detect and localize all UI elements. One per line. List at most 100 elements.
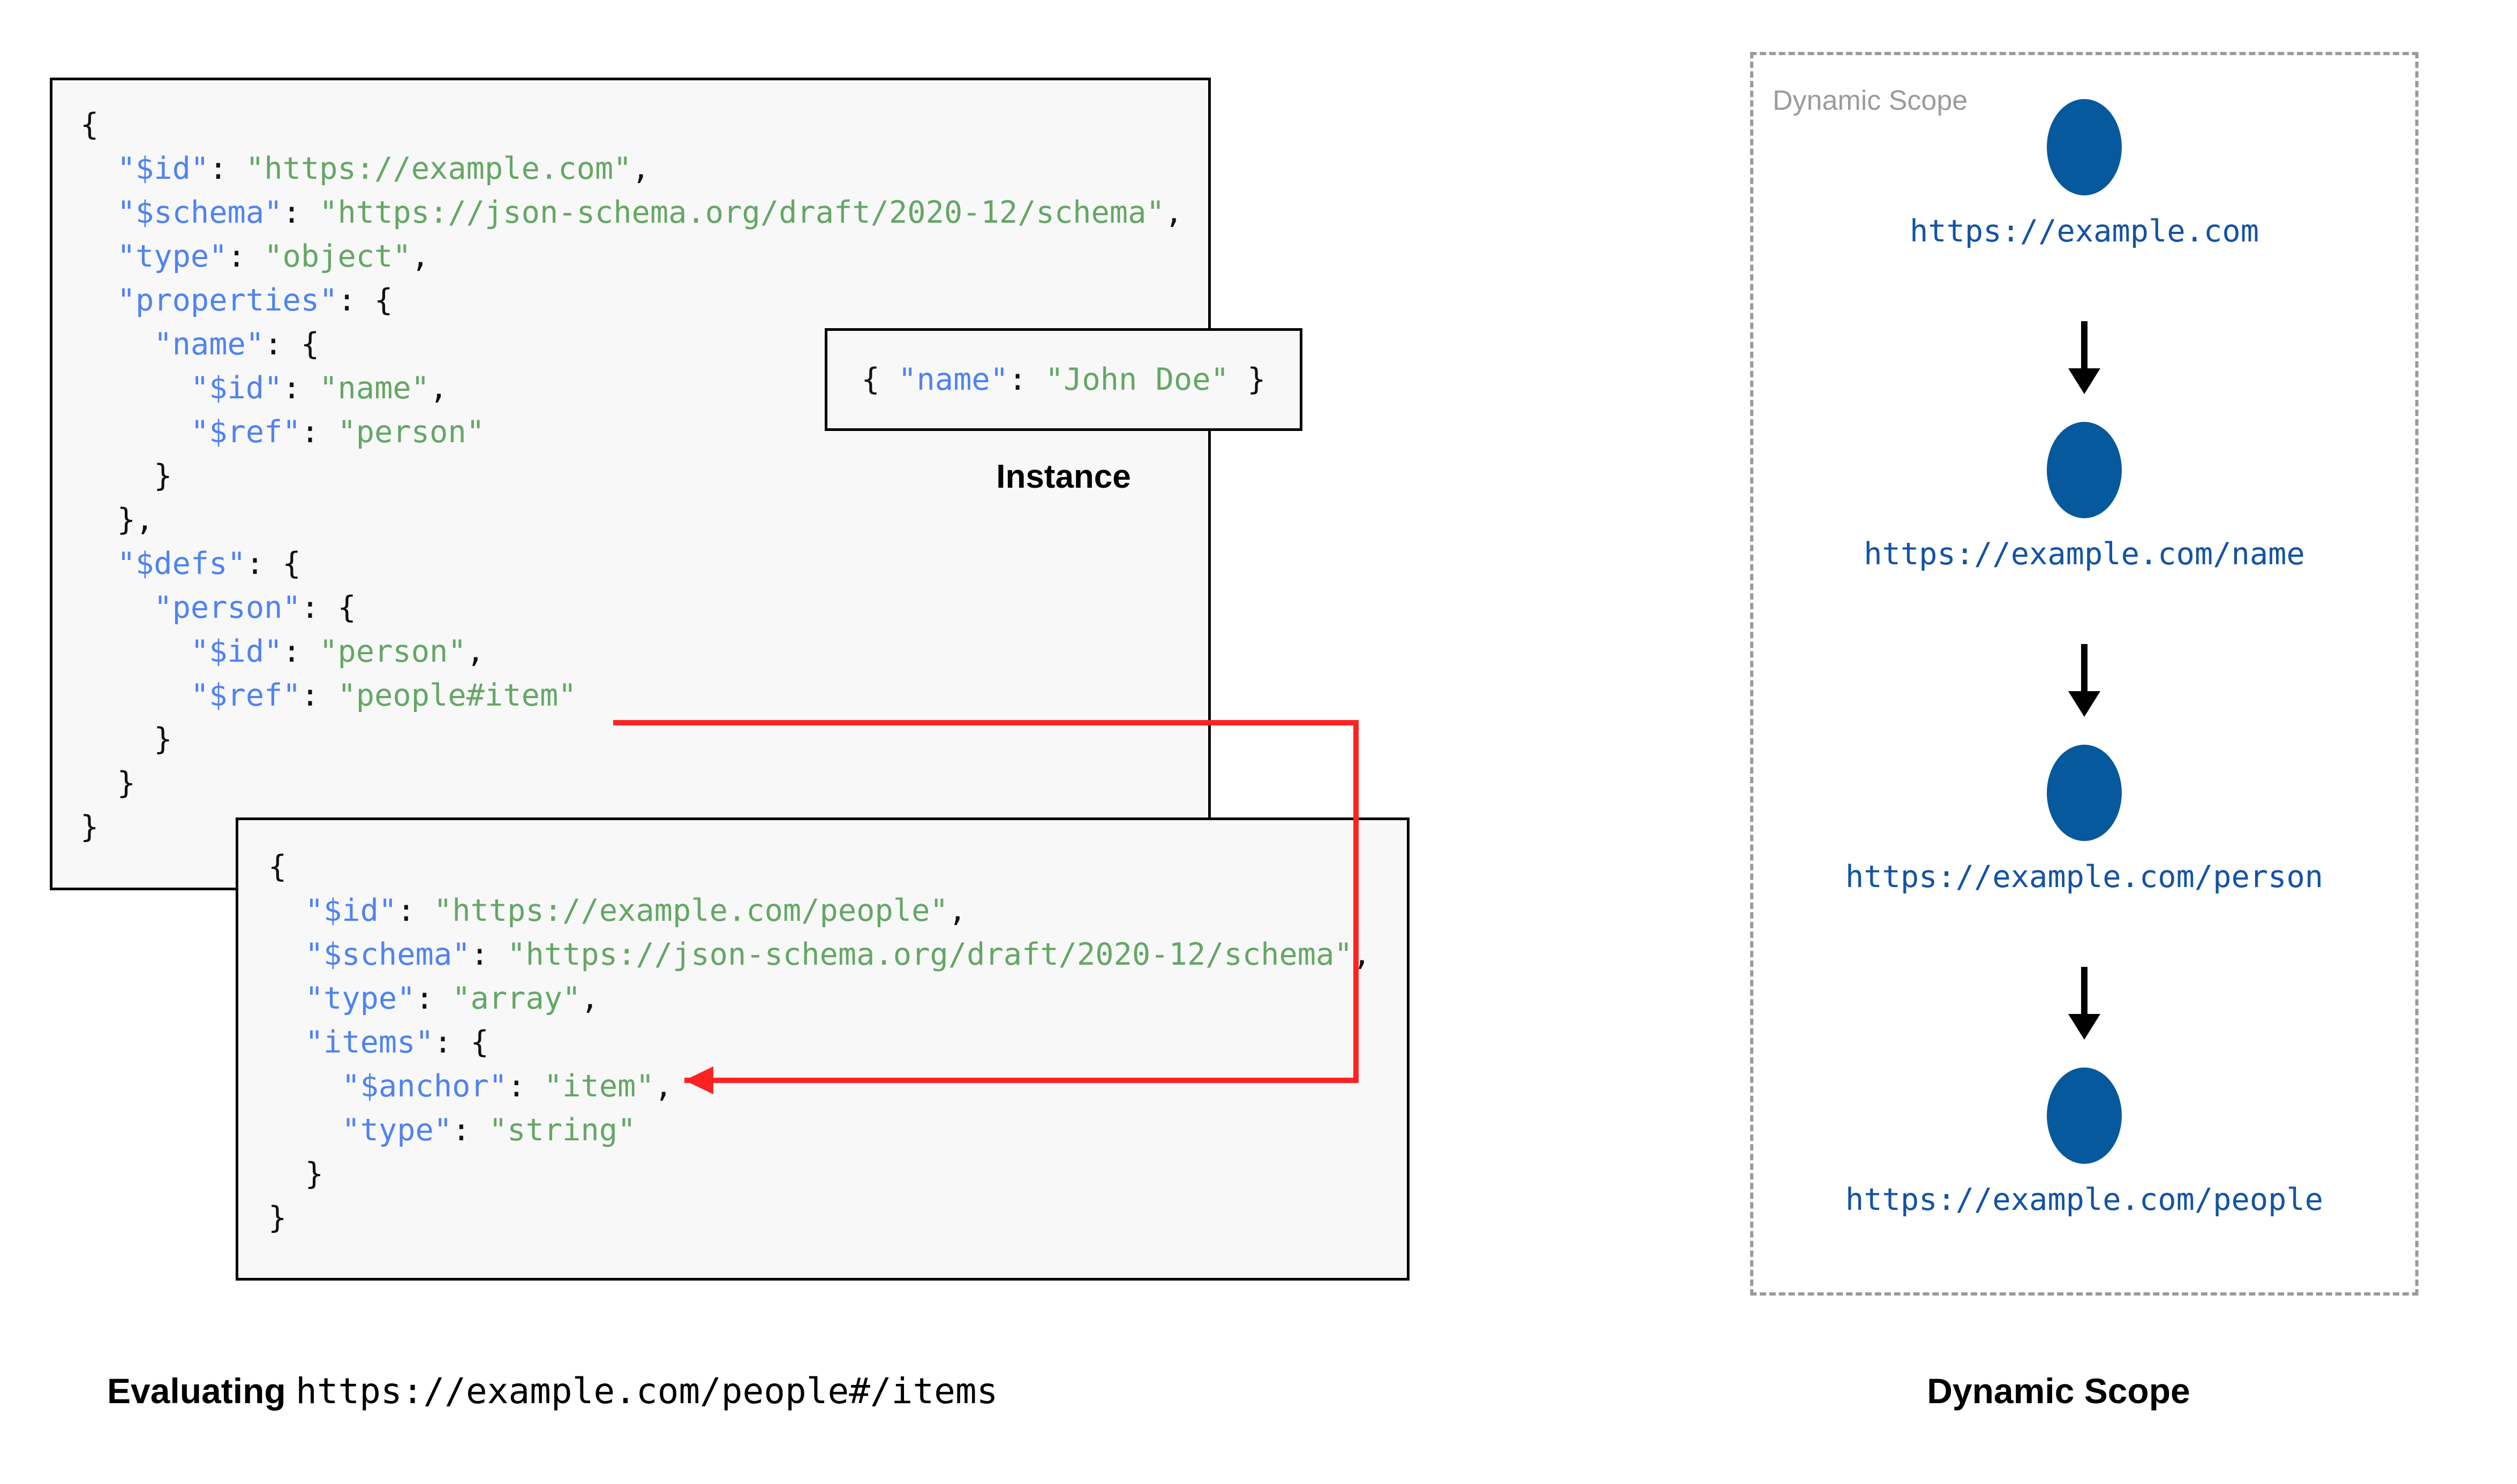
people-code-token: : {	[433, 1025, 489, 1060]
people-code-line: "type": "string"	[268, 1108, 1371, 1152]
schema-code-text: { "$id": "https://example.com", "$schema…	[80, 103, 1183, 849]
scope-node-1-label: https://example.com	[1909, 214, 2259, 249]
schema-code-token: {	[80, 107, 99, 142]
people-code-token: :	[470, 937, 508, 972]
schema-code-token: "name"	[154, 327, 265, 362]
people-code-token: {	[268, 849, 287, 884]
people-code-token: :	[397, 893, 434, 928]
people-code-token: "$id"	[305, 893, 397, 928]
schema-code-line: }	[80, 761, 1183, 805]
scope-arrow-2	[2068, 644, 2100, 717]
people-code-token: "$schema"	[305, 937, 471, 972]
people-code-token: "item"	[544, 1069, 654, 1104]
schema-code-token: }	[80, 722, 172, 757]
people-code-token: "type"	[305, 981, 416, 1016]
scope-arrow-1	[2068, 321, 2100, 394]
people-code-token: :	[507, 1069, 544, 1104]
schema-code-token: "$id"	[117, 151, 209, 186]
people-code-token	[268, 893, 305, 928]
people-code-token: :	[415, 981, 453, 1016]
schema-code-line: }	[80, 805, 1183, 849]
schema-code-line: "$schema": "https://json-schema.org/draf…	[80, 191, 1183, 234]
schema-code-token	[80, 414, 191, 450]
people-code-line: "items": {	[268, 1020, 1371, 1064]
instance-open-brace: {	[861, 362, 899, 397]
people-code-token	[268, 1069, 342, 1104]
schema-code-token: :	[300, 414, 338, 450]
scope-arrow-3-head	[2068, 1014, 2100, 1040]
schema-code-token: "person"	[319, 634, 466, 669]
schema-code-token: },	[80, 502, 154, 537]
scope-node-3: https://example.com/person	[1750, 745, 2418, 895]
schema-code-line: {	[80, 103, 1183, 147]
instance-code-box: { "name": "John Doe" }	[825, 328, 1302, 431]
schema-code-token: ,	[1164, 195, 1184, 230]
people-code-token	[268, 981, 305, 1016]
scope-node-4-label: https://example.com/people	[1845, 1182, 2324, 1217]
schema-code-line: "type": "object",	[80, 234, 1183, 278]
schema-code-token: :	[300, 678, 338, 713]
people-code-line: "$id": "https://example.com/people",	[268, 889, 1371, 933]
schema-code-token	[80, 283, 117, 318]
schema-code-token: "https://example.com"	[245, 151, 632, 186]
people-code-token: ,	[654, 1069, 673, 1104]
schema-code-token	[80, 327, 154, 362]
scope-node-1-circle	[2047, 99, 2122, 195]
people-schema-code-text: { "$id": "https://example.com/people", "…	[268, 845, 1371, 1240]
people-code-token: "string"	[488, 1112, 636, 1148]
schema-code-token	[80, 546, 117, 581]
schema-code-token: "properties"	[117, 283, 338, 318]
scope-arrow-3	[2068, 967, 2100, 1040]
scope-arrow-1-head	[2068, 368, 2100, 394]
schema-code-token: :	[227, 239, 265, 274]
schema-code-token	[80, 634, 191, 669]
people-code-token	[268, 1112, 342, 1148]
instance-value: "John Doe"	[1045, 362, 1229, 397]
schema-code-token: :	[282, 195, 320, 230]
schema-code-token: ,	[631, 151, 650, 186]
dynamic-scope-panel	[1750, 52, 2418, 1296]
people-code-line: "$schema": "https://json-schema.org/draf…	[268, 933, 1371, 976]
schema-code-token: "$id"	[190, 370, 283, 406]
people-code-line: }	[268, 1152, 1371, 1196]
scope-node-2-label: https://example.com/name	[1864, 536, 2305, 572]
scope-arrow-2-head	[2068, 691, 2100, 717]
schema-code-token	[80, 239, 117, 274]
schema-code-token: "people#item"	[337, 678, 577, 713]
evaluating-label: Evaluating	[107, 1371, 296, 1411]
scope-node-2: https://example.com/name	[1750, 422, 2418, 572]
scope-node-4-circle	[2047, 1067, 2122, 1164]
evaluating-url: https://example.com/people#/items	[296, 1371, 998, 1412]
schema-code-token: "name"	[319, 370, 430, 406]
instance-caption: Instance	[996, 458, 1131, 495]
schema-code-token: : {	[300, 590, 356, 625]
schema-code-line: "$id": "name",	[80, 366, 1183, 410]
schema-code-line: "$defs": {	[80, 542, 1183, 586]
people-code-token: :	[452, 1112, 489, 1148]
scope-node-4: https://example.com/people	[1750, 1067, 2418, 1217]
instance-key: "name"	[898, 362, 1009, 397]
schema-code-token: : {	[245, 546, 301, 581]
schema-code-token: ,	[466, 634, 485, 669]
instance-close-brace: }	[1229, 362, 1266, 397]
people-code-token: "items"	[305, 1025, 434, 1060]
schema-code-token	[80, 370, 191, 406]
instance-colon: :	[1008, 362, 1045, 397]
schema-code-token: :	[209, 151, 246, 186]
people-code-line: "$anchor": "item",	[268, 1064, 1371, 1108]
schema-code-line: "person": {	[80, 586, 1183, 630]
schema-code-token: : {	[264, 327, 320, 362]
people-code-token: "array"	[452, 981, 581, 1016]
schema-code-token: }	[80, 766, 135, 801]
schema-code-token: "$ref"	[190, 414, 301, 450]
people-code-line: }	[268, 1196, 1371, 1240]
schema-code-token: "$ref"	[190, 678, 301, 713]
people-code-token: }	[268, 1156, 323, 1192]
schema-code-token: "person"	[337, 414, 485, 450]
scope-node-3-circle	[2047, 745, 2122, 841]
schema-code-token	[80, 678, 191, 713]
schema-code-line: "$ref": "people#item"	[80, 673, 1183, 717]
people-schema-code-box: { "$id": "https://example.com/people", "…	[236, 817, 1410, 1281]
schema-code-line: }	[80, 454, 1183, 498]
